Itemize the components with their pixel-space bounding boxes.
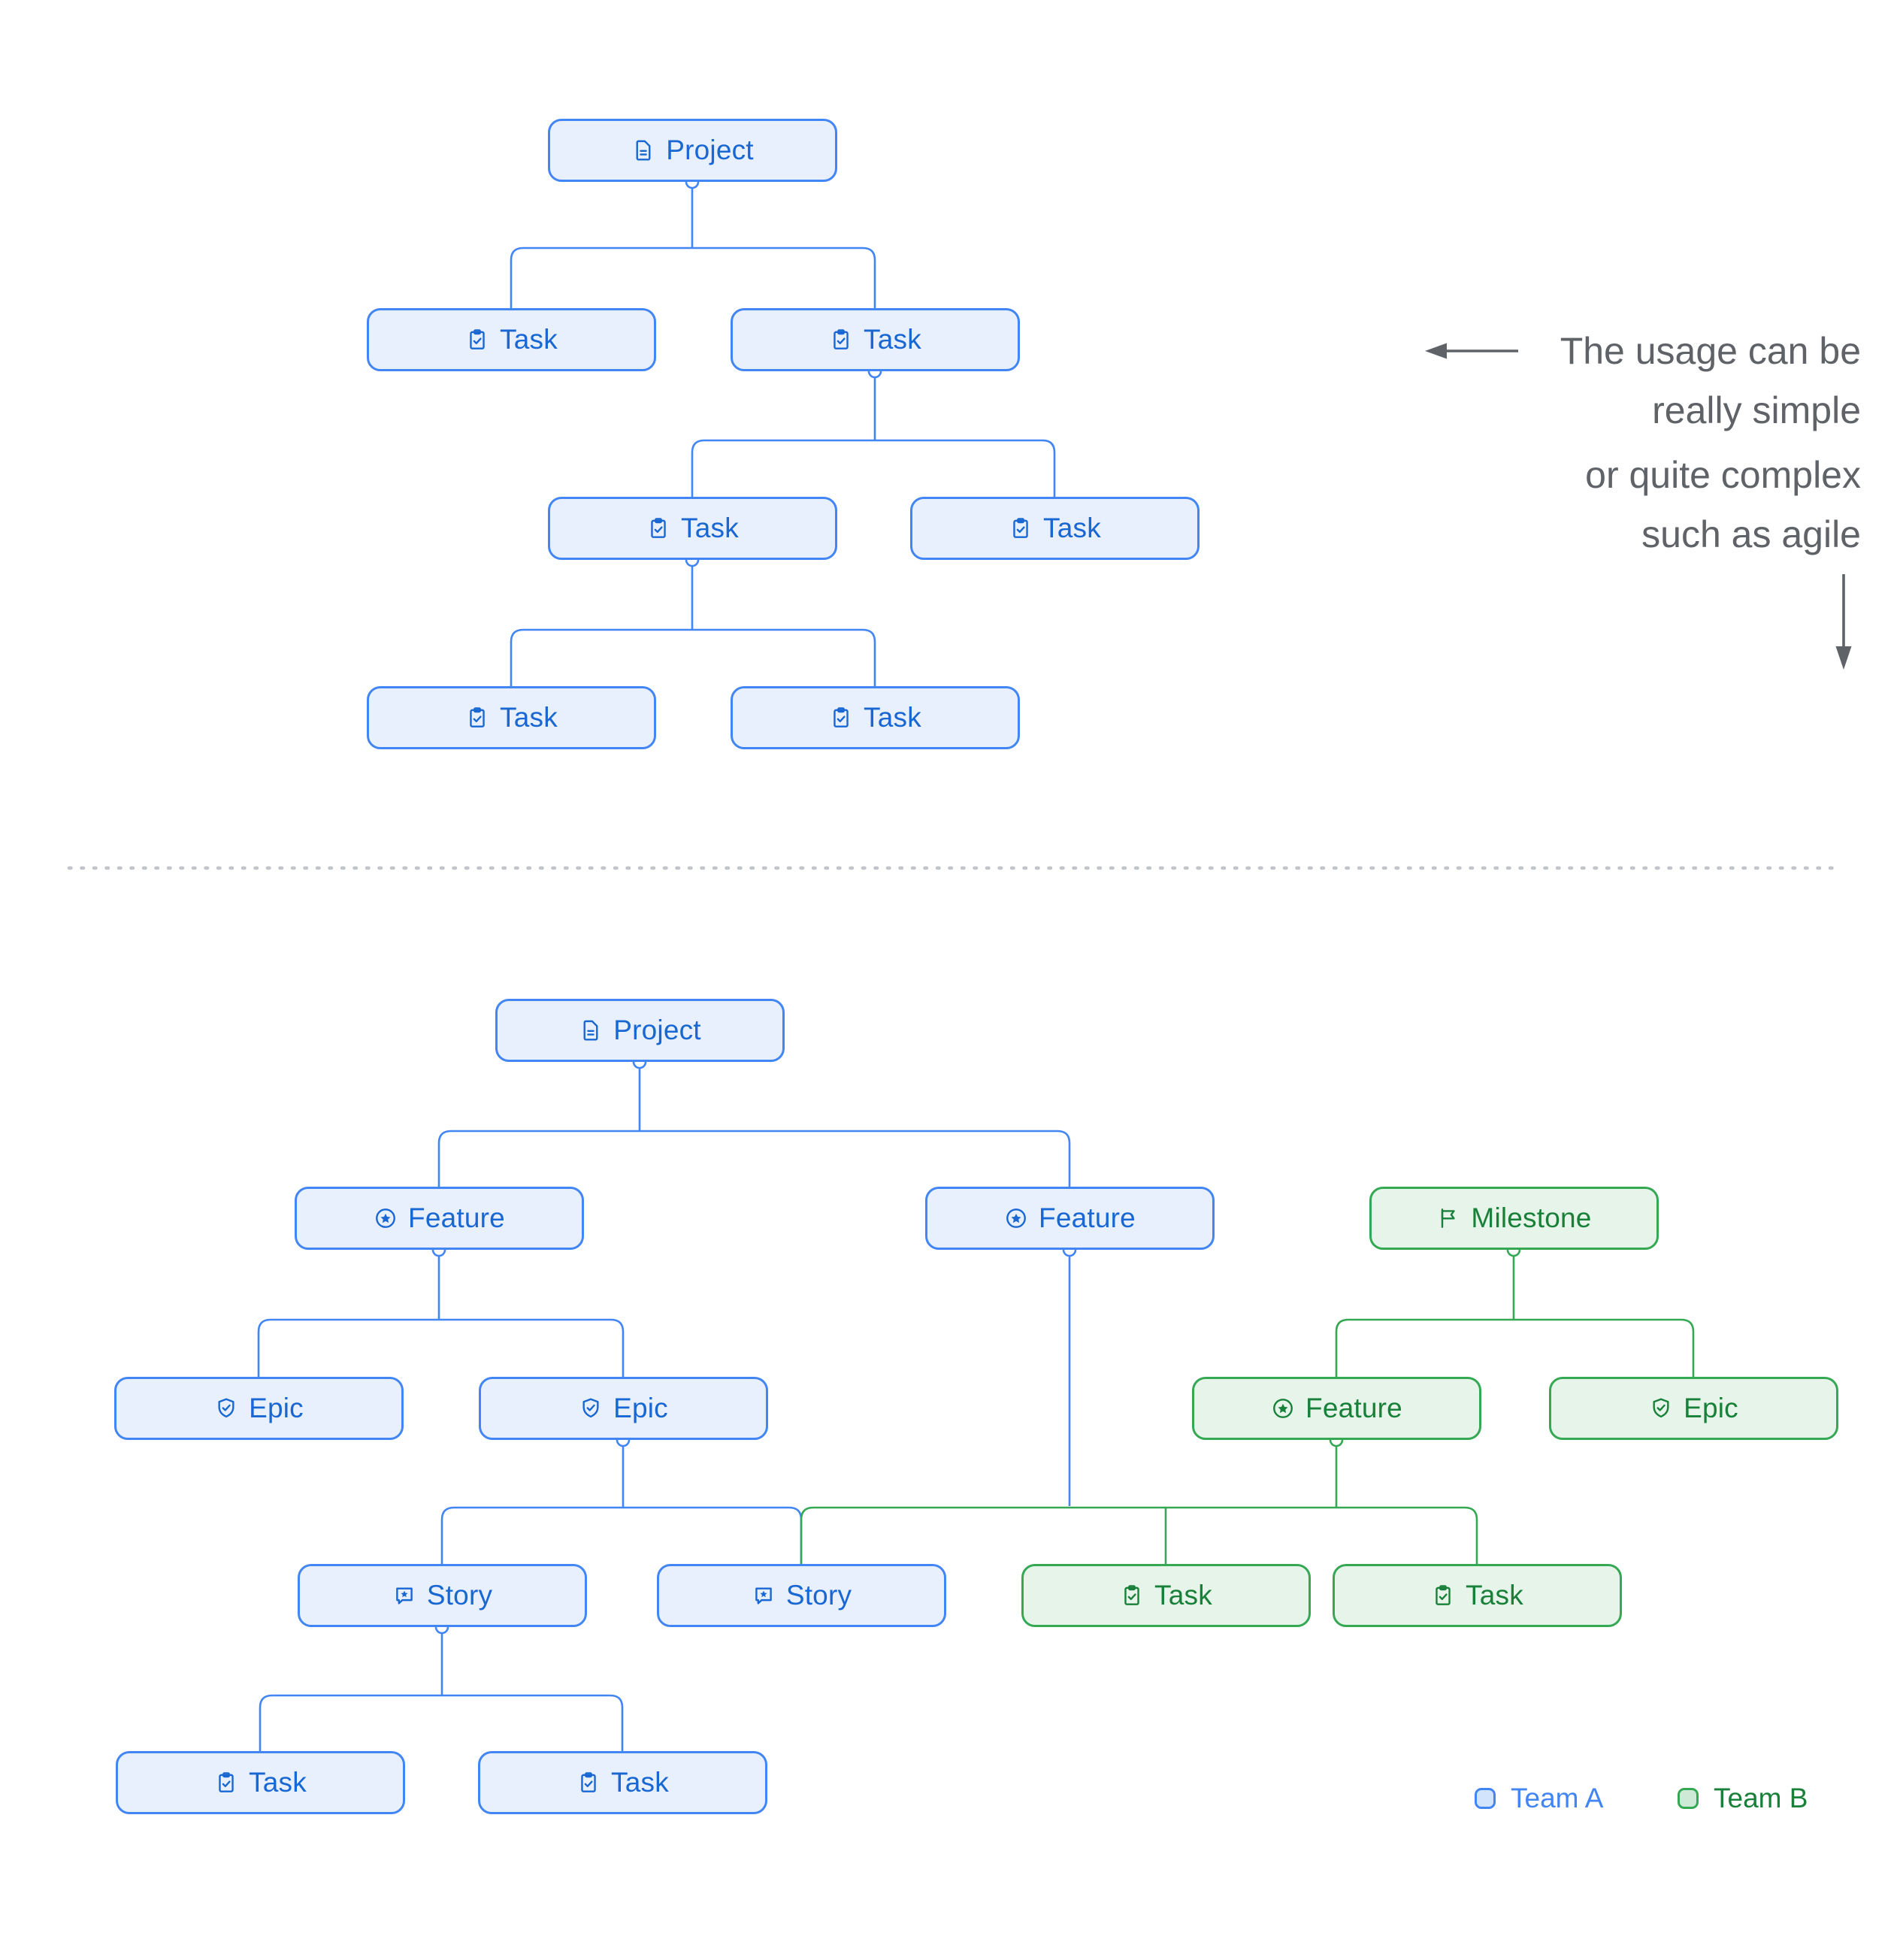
node-label: Milestone [1471, 1202, 1592, 1233]
node-label: Task [1154, 1580, 1212, 1611]
team-a-swatch [1475, 1788, 1496, 1809]
node-label: Feature [1305, 1393, 1402, 1423]
story-bubble-icon [755, 1587, 772, 1605]
node-label: Story [426, 1580, 493, 1611]
node-label: Task [1043, 513, 1101, 543]
node-task[interactable]: Task [1021, 1564, 1311, 1627]
node-task[interactable]: Task [731, 308, 1020, 371]
node-project[interactable]: Project [495, 999, 785, 1062]
document-icon [636, 140, 651, 161]
legend-team-a: Team A [1475, 1783, 1603, 1814]
epic-shield-icon [218, 1398, 234, 1418]
node-task[interactable]: Task [367, 686, 656, 749]
bottom-tree-connectors-team-b [800, 1250, 1695, 1564]
document-icon [583, 1020, 598, 1041]
node-feature[interactable]: Feature [1192, 1377, 1481, 1440]
task-icon [581, 1772, 596, 1792]
node-label: Task [500, 702, 558, 733]
node-label: Task [1466, 1580, 1523, 1611]
node-label: Feature [408, 1202, 505, 1233]
task-icon [470, 329, 485, 349]
node-task[interactable]: Task [548, 497, 837, 560]
feature-icon [1006, 1208, 1026, 1228]
bottom-tree-connectors-team-a [257, 1062, 1071, 1751]
node-task[interactable]: Task [1333, 1564, 1622, 1627]
feature-icon [376, 1208, 395, 1228]
node-label: Task [864, 702, 921, 733]
annotation-line: or quite complex [1585, 454, 1861, 496]
node-epic[interactable]: Epic [1549, 1377, 1838, 1440]
node-label: Epic [613, 1393, 668, 1423]
team-b-swatch [1678, 1788, 1699, 1809]
task-icon [1013, 518, 1028, 538]
node-milestone[interactable]: Milestone [1369, 1187, 1659, 1250]
top-tree-connectors [510, 182, 1056, 686]
node-label: Feature [1039, 1202, 1136, 1233]
node-project[interactable]: Project [548, 119, 837, 182]
node-epic[interactable]: Epic [114, 1377, 404, 1440]
task-icon [470, 707, 485, 727]
story-bubble-icon [396, 1587, 413, 1605]
task-icon [834, 329, 849, 349]
node-label: Story [785, 1580, 852, 1611]
legend-label: Team A [1511, 1783, 1604, 1813]
node-label: Project [613, 1015, 701, 1045]
node-feature[interactable]: Feature [925, 1187, 1215, 1250]
feature-icon [1273, 1399, 1293, 1418]
annotation-line: really simple [1652, 389, 1861, 431]
node-feature[interactable]: Feature [295, 1187, 584, 1250]
task-icon [1436, 1585, 1451, 1605]
annotation-text: The usage can be really simple or quite … [1560, 322, 1861, 564]
node-label: Task [681, 513, 739, 543]
task-icon [219, 1772, 234, 1792]
node-label: Task [611, 1767, 669, 1798]
annotation-line: The usage can be [1560, 330, 1861, 372]
node-task[interactable]: Task [367, 308, 656, 371]
annotation-line: such as agile [1641, 513, 1861, 555]
node-label: Epic [249, 1393, 304, 1423]
task-icon [1124, 1585, 1139, 1605]
node-label: Task [249, 1767, 307, 1798]
task-icon [834, 707, 849, 727]
node-task[interactable]: Task [116, 1751, 405, 1814]
node-story[interactable]: Story [298, 1564, 587, 1627]
milestone-flag-icon [1442, 1208, 1456, 1228]
node-task[interactable]: Task [731, 686, 1020, 749]
node-label: Project [666, 135, 754, 165]
node-label: Epic [1684, 1393, 1738, 1423]
legend-team-b: Team B [1678, 1783, 1808, 1814]
node-epic[interactable]: Epic [479, 1377, 768, 1440]
left-arrow-icon [1425, 343, 1518, 359]
node-story[interactable]: Story [657, 1564, 946, 1627]
task-icon [651, 518, 666, 538]
node-task[interactable]: Task [478, 1751, 767, 1814]
epic-shield-icon [1653, 1398, 1669, 1418]
node-label: Task [864, 324, 921, 355]
node-label: Task [500, 324, 558, 355]
down-arrow-icon [1835, 574, 1852, 670]
node-task[interactable]: Task [910, 497, 1200, 560]
legend-label: Team B [1714, 1783, 1808, 1813]
epic-shield-icon [582, 1398, 599, 1418]
